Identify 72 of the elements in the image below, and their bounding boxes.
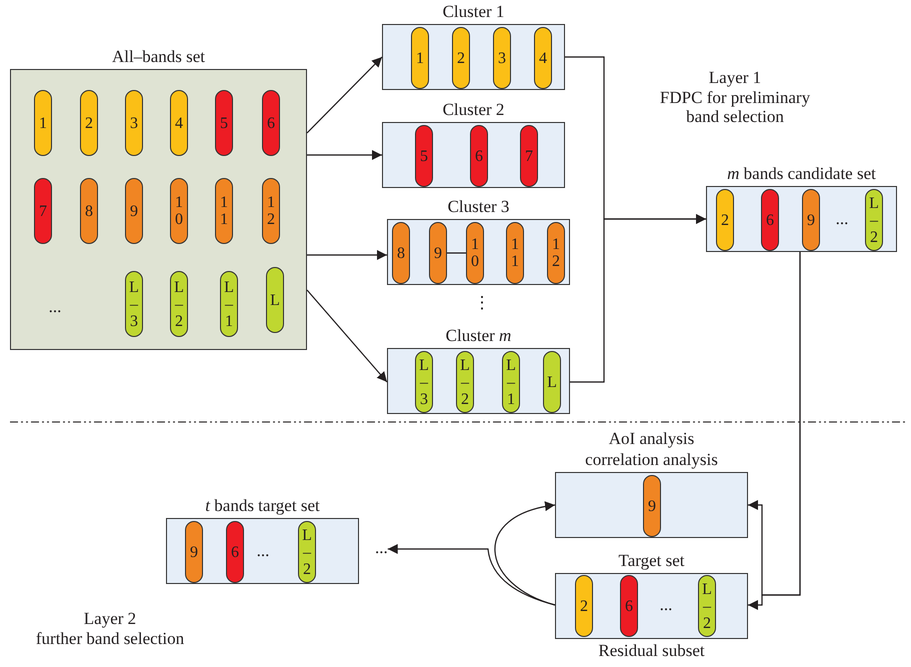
ellipsis: ...	[375, 538, 388, 557]
band-pill: 2	[80, 90, 98, 156]
band-pill: 6	[226, 521, 244, 583]
band-pill: 2	[575, 575, 593, 637]
band-pill: 9	[643, 475, 661, 537]
box-title: AoI analysis	[608, 429, 694, 448]
band-pill: 2	[716, 189, 734, 251]
arrow	[388, 544, 556, 606]
band-pill: 6	[470, 125, 488, 187]
box-caption: Residual subset	[598, 641, 705, 660]
box-title: Cluster 3	[448, 197, 510, 216]
band-pill: 12	[547, 222, 565, 284]
band-pill: L–2	[298, 521, 316, 583]
band-pill: 8	[80, 178, 98, 244]
band-pill: 4	[534, 27, 552, 89]
vertical-ellipsis: ⋮	[472, 293, 492, 312]
box-title: correlation analysis	[585, 450, 718, 469]
box-title: Target set	[618, 551, 684, 570]
ellipsis: ...	[834, 209, 850, 228]
band-pill: 7	[34, 178, 52, 244]
layer-note: FDPC for preliminary band selection	[658, 88, 812, 126]
band-pill: 4	[170, 90, 188, 156]
band-pill: 10	[170, 178, 188, 244]
arrow	[306, 56, 382, 134]
arrow	[306, 290, 388, 382]
band-pill: 3	[493, 27, 511, 89]
band-pill: 6	[620, 575, 638, 637]
box-title: All–bands set	[112, 47, 206, 66]
band-pill: 1	[411, 27, 429, 89]
band-pill: 9	[125, 178, 143, 244]
layer-note: further band selection	[34, 629, 186, 648]
band-pill: 8	[392, 222, 410, 284]
band-pill: L–1	[220, 271, 238, 337]
band-pill: 6	[761, 189, 779, 251]
box-title: Cluster 2	[442, 100, 504, 119]
arrow	[307, 150, 382, 160]
band-pill: 3	[125, 90, 143, 156]
layer-note: Layer 1	[708, 68, 762, 87]
band-pill: 7	[520, 125, 538, 187]
band-pill: L–1	[502, 351, 520, 413]
band-pill: L–2	[456, 351, 474, 413]
band-pill: 10	[466, 222, 484, 284]
band-pill: 6	[262, 90, 280, 156]
band-pill: L–2	[170, 271, 188, 337]
band-pill: 9	[429, 222, 447, 284]
band-pill: L	[266, 267, 284, 333]
band-pill: 9	[185, 521, 203, 583]
box-title: t bands target set	[205, 496, 320, 515]
band-pill: 1	[34, 90, 52, 156]
ellipsis: ...	[658, 595, 674, 614]
band-pill: 2	[452, 27, 470, 89]
ellipsis: ...	[256, 541, 270, 560]
band-pill: L	[543, 351, 561, 413]
band-pill: 9	[802, 189, 820, 251]
band-pill: L–2	[865, 189, 883, 251]
band-pill: L–3	[415, 351, 433, 413]
layer-note: Layer 2	[82, 609, 138, 628]
ellipsis: ...	[48, 297, 62, 316]
band-pill: 12	[262, 178, 280, 244]
band-pill: 11	[215, 178, 233, 244]
band-pill: 5	[215, 90, 233, 156]
band-pill: L–2	[698, 575, 716, 637]
box-title: Cluster m	[446, 326, 512, 345]
band-pill: 11	[506, 222, 524, 284]
arrow	[307, 250, 387, 260]
band-pill: L–3	[125, 271, 143, 337]
box-title: m bands candidate set	[727, 164, 876, 183]
connector-line	[447, 252, 466, 254]
band-pill: 5	[415, 125, 433, 187]
arrow	[570, 214, 706, 383]
arrow	[494, 502, 556, 606]
box-title: Cluster 1	[442, 2, 504, 21]
